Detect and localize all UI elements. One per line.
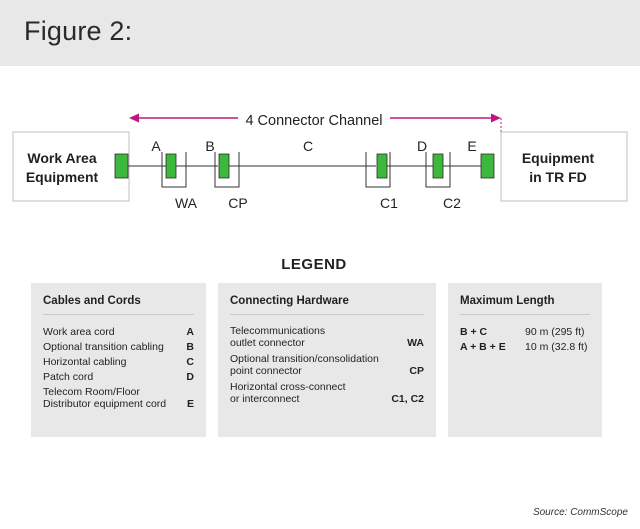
wa-bracket bbox=[161, 152, 187, 188]
legend-hardware-panel: Connecting Hardware Telecommunications o… bbox=[218, 283, 436, 437]
legend-row-label: Horizontal cross-connect or interconnect bbox=[230, 381, 346, 405]
segment-label-c: C bbox=[303, 138, 313, 154]
legend-row-code: D bbox=[186, 371, 194, 383]
legend-row-code: A bbox=[186, 326, 194, 338]
legend-row-label: Optional transition/consolidation point … bbox=[230, 353, 379, 377]
legend-cables-title: Cables and Cords bbox=[43, 295, 141, 307]
c1-bracket bbox=[365, 152, 391, 188]
legend-cables-panel: Cables and Cords Work area cord A Option… bbox=[31, 283, 206, 437]
legend-max-length-divider bbox=[460, 314, 590, 315]
connector-tr-fd-jack bbox=[480, 153, 495, 179]
legend-row-code: CP bbox=[409, 365, 424, 377]
work-area-equipment-line-1: Work Area bbox=[27, 150, 96, 166]
figure-title: Figure 2: bbox=[24, 16, 133, 46]
segment-label-d: D bbox=[417, 138, 427, 154]
cp-bracket bbox=[214, 152, 240, 188]
legend-row: Horizontal cabling C bbox=[43, 356, 194, 368]
work-area-equipment-line-2: Equipment bbox=[26, 169, 99, 185]
channel-arrow-right-head bbox=[491, 113, 501, 123]
source-credit: Source: CommScope bbox=[532, 507, 628, 518]
legend-row: Telecommunications outlet connector WA bbox=[230, 325, 424, 349]
legend-max-length-title: Maximum Length bbox=[460, 295, 555, 307]
legend-hardware-divider bbox=[230, 314, 424, 315]
channel-label: 4 Connector Channel bbox=[245, 113, 382, 129]
tr-fd-equipment-line-2: in TR FD bbox=[529, 169, 587, 185]
figure-header: Figure 2: bbox=[0, 0, 640, 66]
legend-row-label: Optional transition cabling bbox=[43, 341, 164, 353]
connector-label-c2: C2 bbox=[443, 195, 461, 211]
connector-cp bbox=[218, 153, 230, 179]
legend-row-code: WA bbox=[407, 337, 424, 349]
c2-bracket bbox=[425, 152, 451, 188]
connector-label-cp: CP bbox=[228, 195, 247, 211]
legend-row-label: Telecommunications outlet connector bbox=[230, 325, 326, 349]
legend-title: LEGEND bbox=[281, 256, 347, 273]
legend-row: Optional transition/consolidation point … bbox=[230, 353, 424, 377]
legend-row: Optional transition cabling B bbox=[43, 341, 194, 353]
connector-c1 bbox=[376, 153, 388, 179]
legend-row: A + B + E 10 m (32.8 ft) bbox=[460, 341, 590, 353]
legend-row-code: C1, C2 bbox=[391, 393, 424, 405]
channel-arrow-left-head bbox=[129, 113, 139, 123]
tr-fd-equipment-line-1: Equipment bbox=[522, 150, 595, 166]
legend-row-value: 10 m (32.8 ft) bbox=[525, 341, 588, 353]
legend-row-label: Patch cord bbox=[43, 371, 94, 383]
connector-wa bbox=[165, 153, 177, 179]
legend-row-value: 90 m (295 ft) bbox=[525, 326, 585, 338]
connector-label-c1: C1 bbox=[380, 195, 398, 211]
legend-row-label: A + B + E bbox=[460, 341, 506, 353]
channel-label-bg bbox=[238, 108, 390, 128]
segment-label-b: B bbox=[205, 138, 214, 154]
channel-diagram: 4 Connector Channel Work Area Equipment … bbox=[12, 108, 628, 211]
legend-max-length-panel: Maximum Length B + C 90 m (295 ft) A + B… bbox=[448, 283, 602, 437]
legend-row-code: E bbox=[186, 398, 194, 410]
legend-hardware-title: Connecting Hardware bbox=[230, 295, 349, 307]
segment-label-a: A bbox=[151, 138, 161, 154]
tr-fd-equipment-box bbox=[500, 131, 628, 202]
legend-row-code: B bbox=[186, 341, 194, 353]
connector-label-wa: WA bbox=[175, 195, 198, 211]
legend-row: B + C 90 m (295 ft) bbox=[460, 326, 590, 338]
legend-row: Horizontal cross-connect or interconnect… bbox=[230, 381, 424, 405]
connector-work-area-jack bbox=[114, 153, 129, 179]
legend-row-label: Horizontal cabling bbox=[43, 356, 127, 368]
connector-c2 bbox=[432, 153, 444, 179]
legend-row: Telecom Room/Floor Distributor equipment… bbox=[43, 386, 194, 410]
work-area-equipment-box bbox=[12, 131, 130, 202]
legend-row-code: C bbox=[186, 356, 194, 368]
legend-row: Patch cord D bbox=[43, 371, 194, 383]
legend-row-label: Telecom Room/Floor Distributor equipment… bbox=[43, 386, 167, 410]
legend-row: Work area cord A bbox=[43, 326, 194, 338]
segment-label-e: E bbox=[467, 138, 476, 154]
legend-cables-divider bbox=[43, 314, 194, 315]
legend-row-label: B + C bbox=[460, 326, 488, 338]
legend-row-label: Work area cord bbox=[43, 326, 115, 338]
